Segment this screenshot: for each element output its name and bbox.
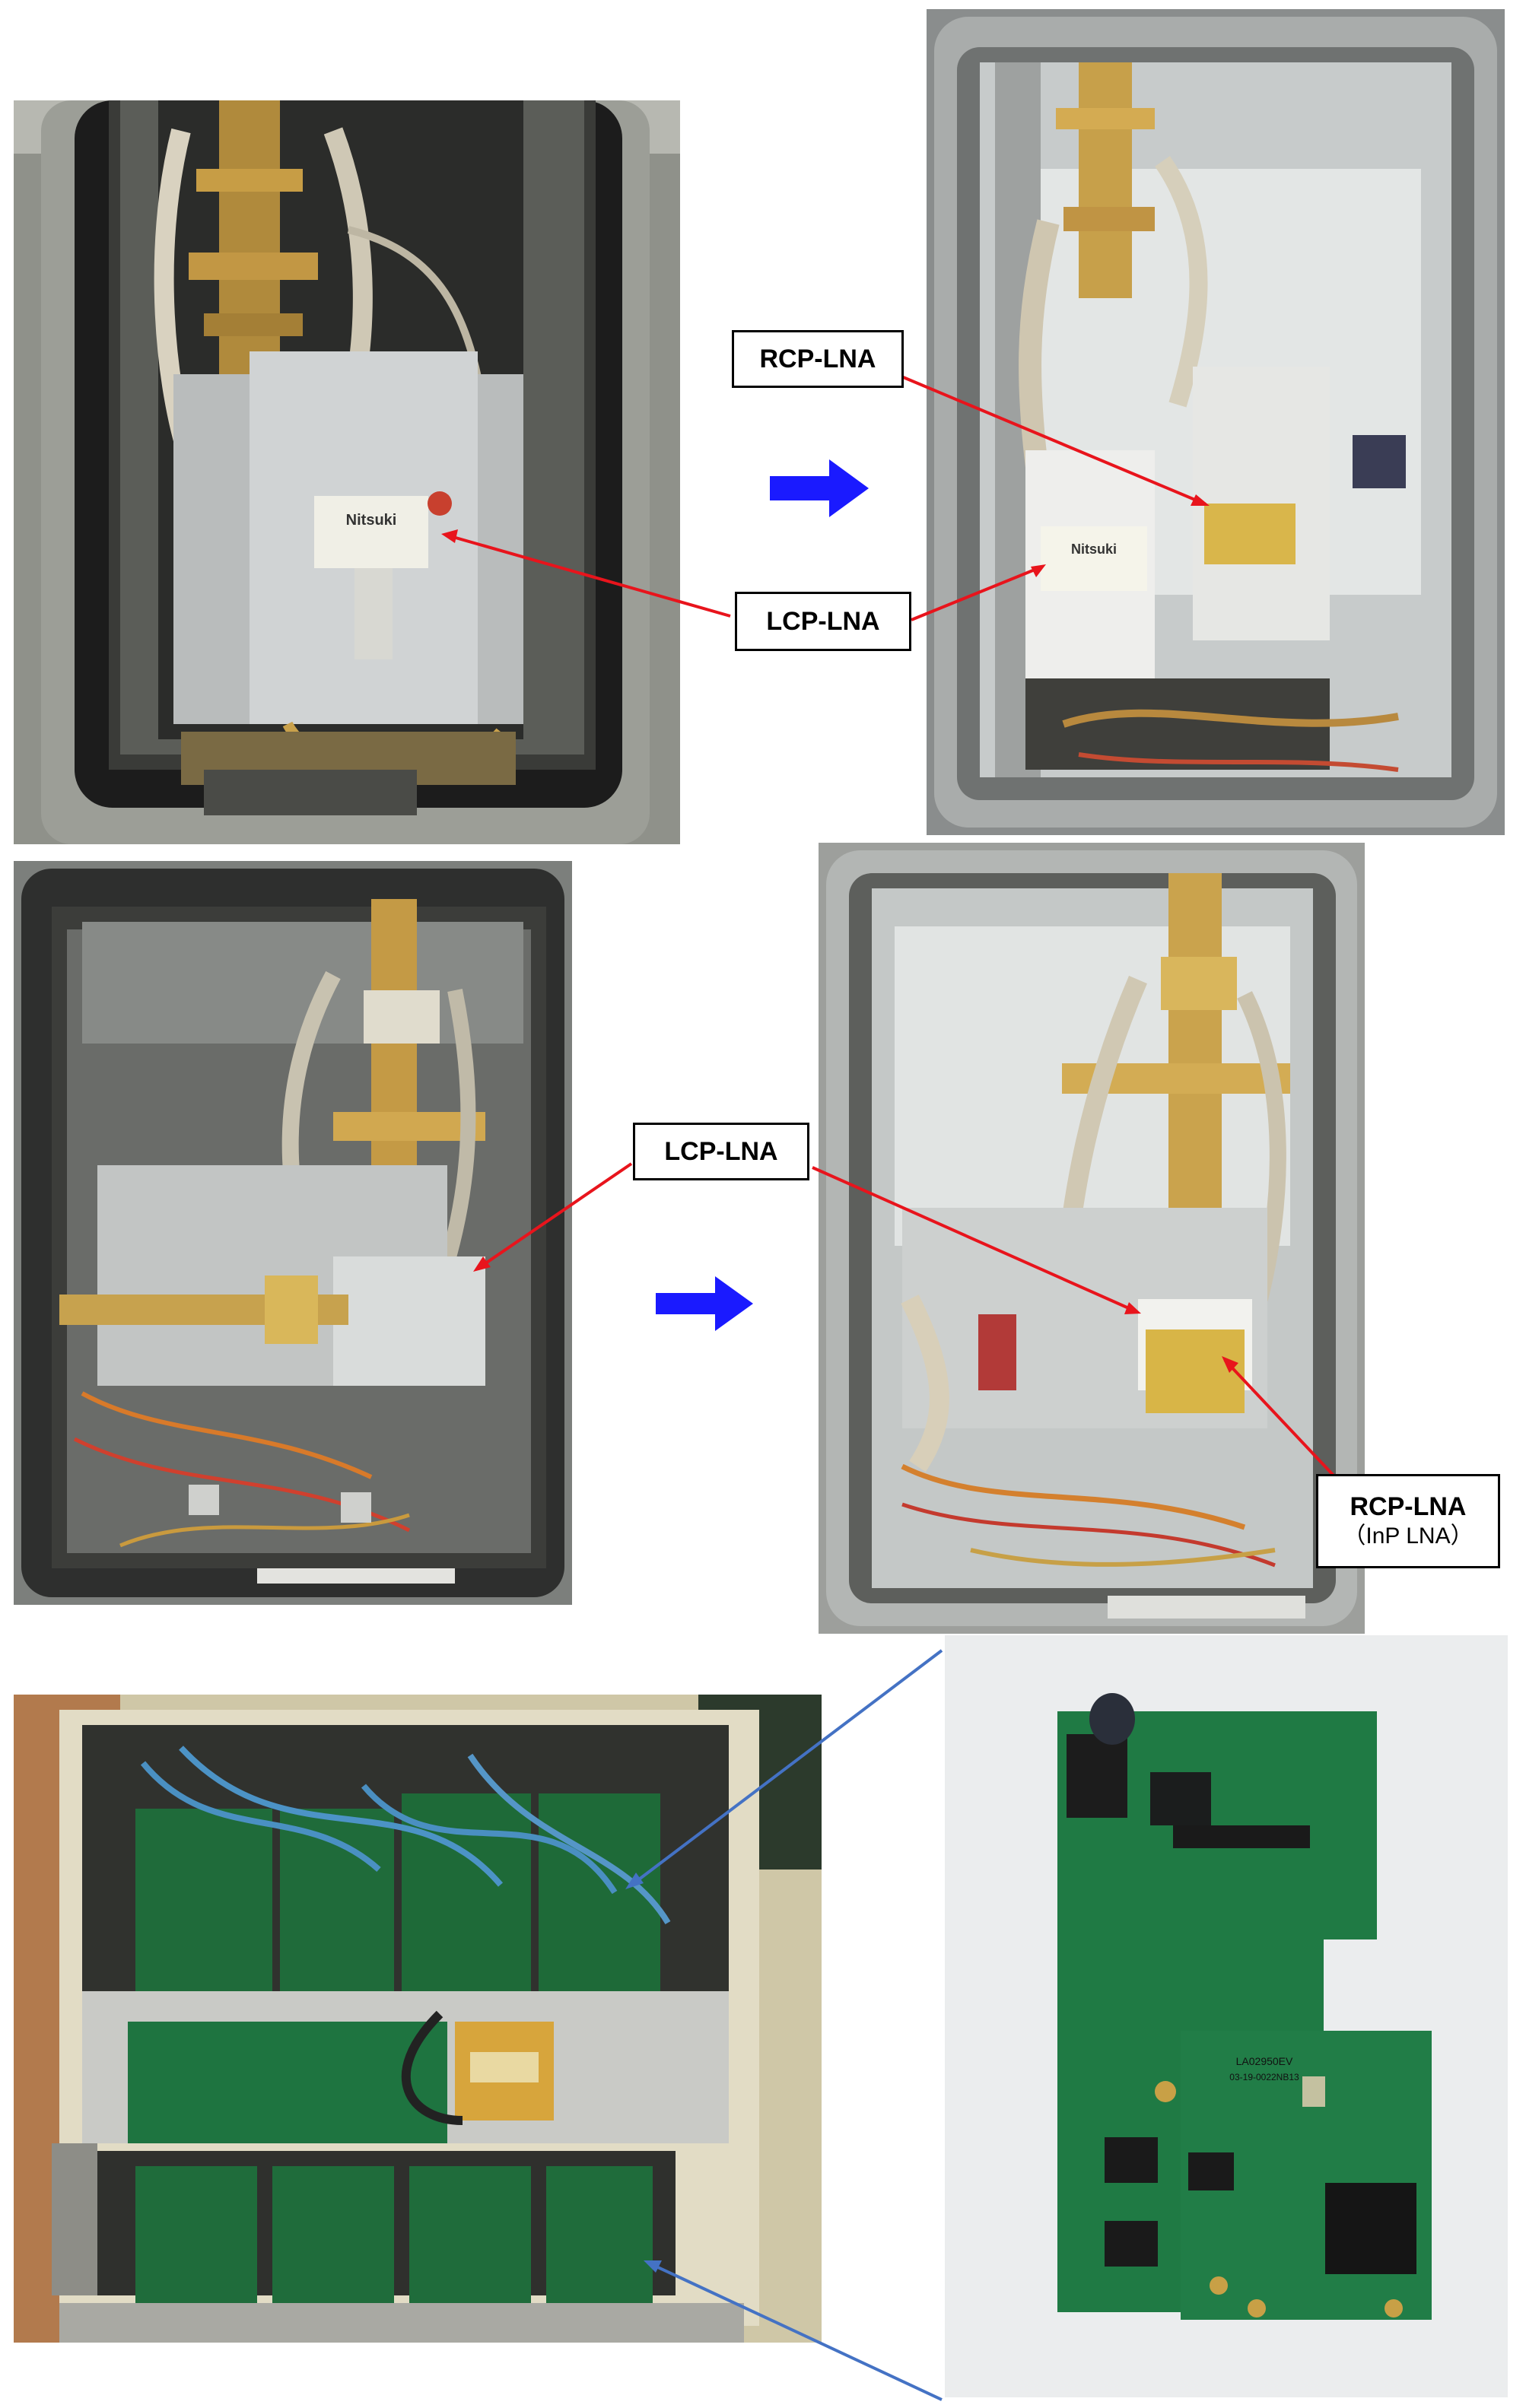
label-rcp-lna-middle-subtext: （InP LNA）	[1343, 1523, 1474, 1549]
photo-receiver-before-top: Nitsuki	[14, 100, 680, 844]
nitsuki-label-left: Nitsuki	[346, 512, 397, 529]
label-lcp-lna-top-text: LCP-LNA	[766, 607, 880, 636]
label-rcp-lna-middle-text: RCP-LNA	[1350, 1492, 1467, 1521]
label-rcp-lna-middle: RCP-LNA （InP LNA）	[1316, 1474, 1500, 1568]
photo-receiver-before-middle	[14, 861, 572, 1605]
label-lcp-lna-middle: LCP-LNA	[633, 1123, 809, 1180]
photo-adc-board: LA02950EV 03-19-0022NB13	[945, 1635, 1508, 2397]
board-serial-2: 03-19-0022NB13	[1229, 2072, 1299, 2082]
nitsuki-label-right: Nitsuki	[1071, 542, 1117, 557]
label-lcp-lna-top: LCP-LNA	[735, 592, 911, 651]
transition-arrow-top	[770, 459, 869, 517]
label-rcp-lna-top-text: RCP-LNA	[759, 345, 876, 373]
board-serial-1: LA02950EV	[1236, 2055, 1293, 2067]
photo-receiver-after-top: Nitsuki	[927, 9, 1505, 835]
photo-receiver-after-middle	[819, 843, 1365, 1634]
transition-arrow-middle	[656, 1276, 753, 1331]
label-rcp-lna-top: RCP-LNA	[732, 330, 904, 388]
label-lcp-lna-middle-text: LCP-LNA	[664, 1137, 778, 1166]
photo-backend-unit	[14, 1695, 822, 2343]
